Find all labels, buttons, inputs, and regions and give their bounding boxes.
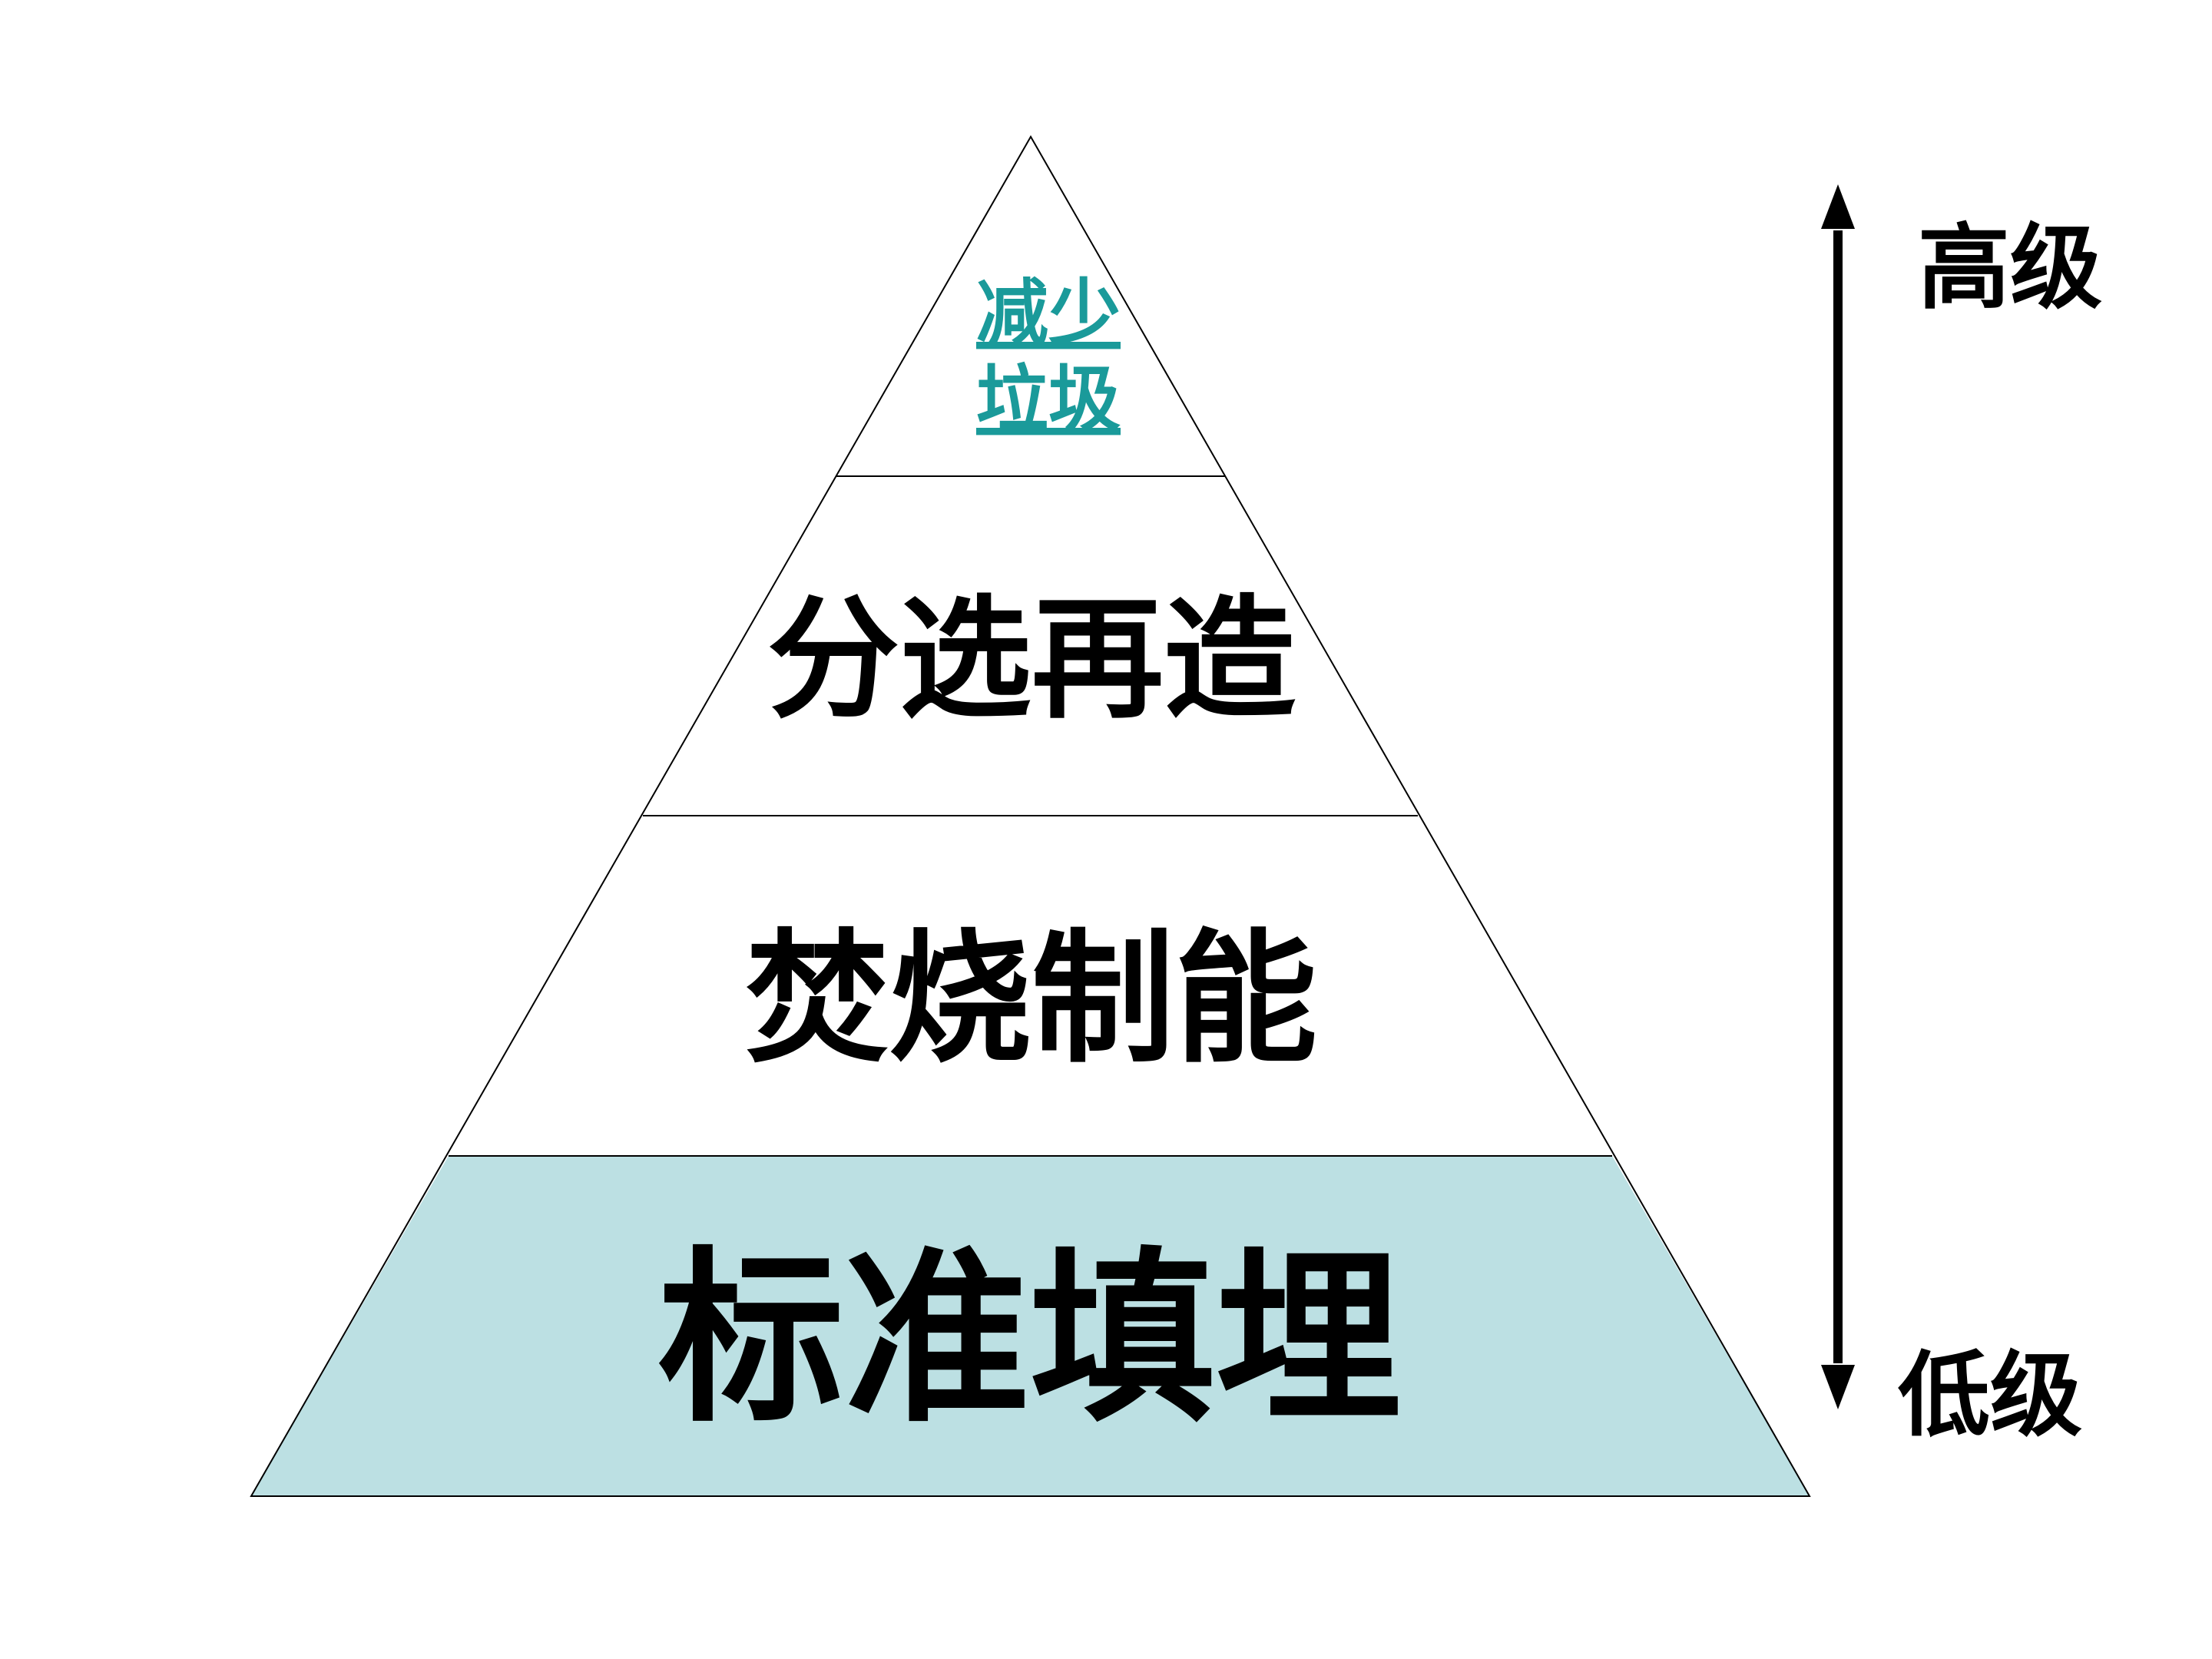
tier-2-label: 分选再造 [767,582,1296,737]
tier-top-label-line1[interactable]: 减少 [976,272,1121,356]
pyramid-outline [250,134,1811,1497]
tier-top-label-line2[interactable]: 垃圾 [976,358,1121,442]
tier-base-fill [251,1156,1810,1496]
scale-low-label: 低级 [1898,1343,2082,1449]
tier-3-label: 焚烧制能 [746,916,1317,1082]
arrow-up-icon [1821,184,1855,229]
scale-arrow [1821,184,1855,1409]
tier-base-label: 标准填埋 [658,1231,1402,1448]
arrow-down-icon [1821,1365,1855,1409]
scale-high-label: 高级 [1918,215,2102,322]
